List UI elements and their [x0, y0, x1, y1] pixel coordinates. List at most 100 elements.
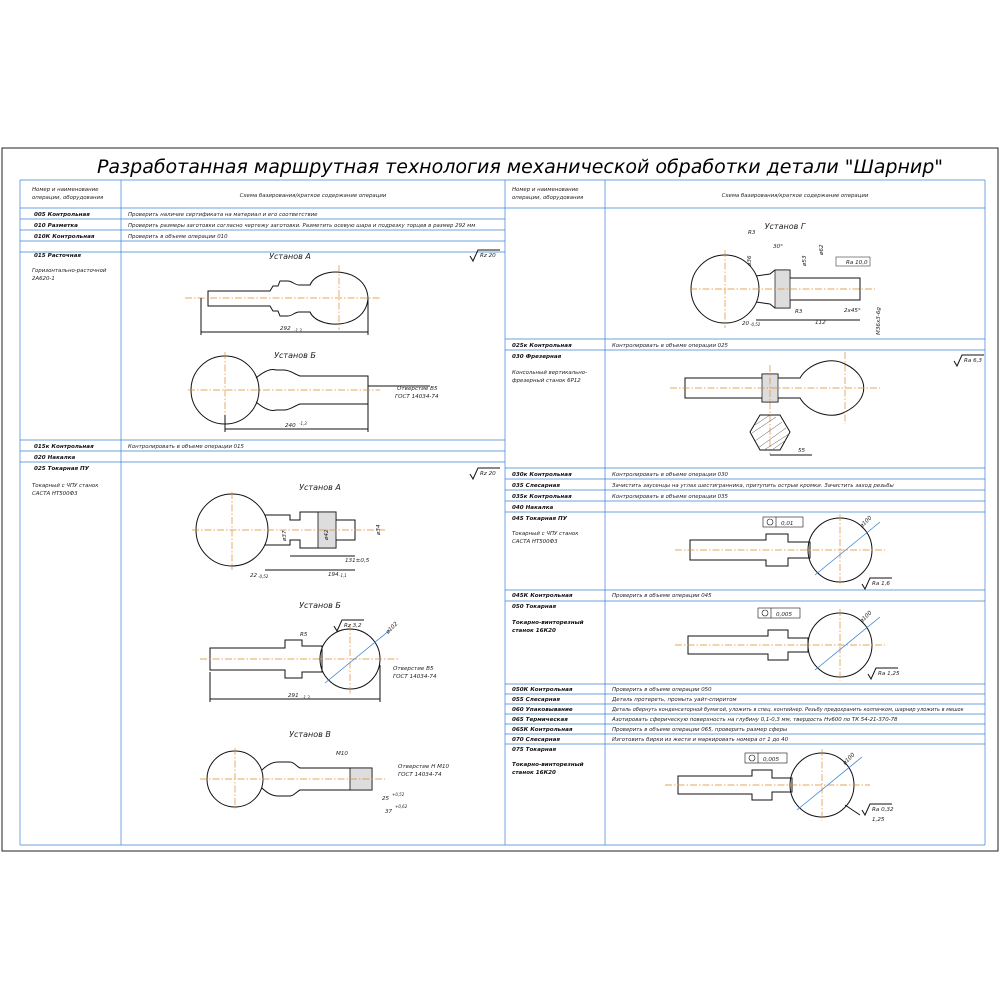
op-030-equip-2: фрезерный станок 6Р12 [512, 378, 581, 384]
op-055: 055 Слесарная [512, 697, 560, 703]
caption-ust-b-025: Установ Б [299, 601, 341, 610]
dim-25-tol: +0,52 [392, 792, 405, 797]
dim-r5: R5 [300, 632, 308, 638]
dim-r3a: R3 [748, 230, 756, 236]
op-030: 030 Фрезерная [512, 354, 562, 360]
dim-phi53: ø53 [802, 255, 808, 267]
dim-291-tol: -1,3 [302, 695, 310, 700]
op-050: 050 Токарная [512, 604, 556, 610]
dim-phi36: ø36 [747, 255, 753, 267]
otv-b5b: Отверстие В5 [393, 666, 434, 672]
caption-ust-a-025: Установ А [299, 483, 341, 492]
dim-20-tol: -0,52 [750, 322, 761, 327]
op-070-text: Изготовить бирки из жести и маркировать … [612, 737, 789, 743]
ra63: Ra 6,3 [964, 358, 982, 364]
op-035k-text: Контролировать в объеме операции 035 [612, 494, 729, 500]
sheet-title: Разработанная маршрутная технология меха… [97, 156, 943, 178]
gost-b5b: ГОСТ 14034-74 [393, 674, 437, 680]
dim-r3b: R3 [795, 309, 803, 315]
dim-194: 194 [328, 572, 339, 578]
v-125: 1,25 [872, 817, 885, 823]
op-030k: 030к Контрольная [512, 472, 572, 478]
op-045-equip-2: САСТА НТ500Ф3 [512, 539, 558, 545]
op-075-equip-2: станок 16К20 [512, 770, 556, 776]
otv-h: Отверстие Н М10 [398, 764, 450, 770]
table-grid [19, 179, 986, 846]
op-025: 025 Токарная ПУ [34, 466, 90, 472]
sketch-075: 0,005 ø100 Ra 0,32 1,25 [665, 749, 894, 823]
sketch-050: 0,005 ø100 Ra 1,25 [675, 607, 900, 681]
dim-37: 37 [385, 809, 393, 815]
right-op-header-2: операции, оборудования [512, 195, 584, 201]
op-005: 005 Контрольная [34, 212, 90, 218]
sketch-045: 0,01 ø100 Ra 1,6 [675, 514, 892, 591]
caption-ust-a-015: Установ А [269, 252, 311, 261]
ra16: Ra 1,6 [872, 581, 890, 587]
op-070: 070 Слесарная [512, 737, 560, 743]
rz20-025: Rz 20 [480, 471, 496, 477]
op-050k: 050К Контрольная [512, 687, 573, 693]
dim-phi42: ø42 [324, 529, 330, 541]
op-065-text: Азотировать сферическую поверхность на г… [611, 717, 898, 723]
dim-112: 112 [815, 320, 826, 326]
dim-292-tol: -1,3 [294, 328, 302, 333]
op-060-text: Деталь обернуть конденсаторной бумагой, … [611, 707, 964, 713]
gost-b5: ГОСТ 14034-74 [395, 394, 439, 400]
op-025k: 025к Контрольная [512, 343, 572, 349]
op-050k-text: Проверить в объеме операции 050 [612, 687, 712, 693]
tol-001: 0,01 [781, 521, 793, 527]
dim-2x45: 2x45° [844, 308, 861, 314]
tol-0005b: 0,005 [763, 757, 779, 763]
sketch-025-setup-a: Rz 20 Установ А ø37 ø42 ø34 131±0,5 194 … [192, 467, 500, 579]
tol-0005a: 0,005 [776, 612, 792, 618]
op-075-equip-1: Токарно-винторезный [512, 762, 584, 768]
caption-ust-b-015: Установ Б [274, 351, 316, 360]
op-045k: 045К Контрольная [512, 593, 573, 599]
dim-291: 291 [288, 693, 299, 699]
op-015k-text: Контролировать в объеме операции 015 [128, 444, 245, 450]
op-005-text: Проверить наличие сертификата на материа… [128, 212, 318, 218]
sketch-025-setup-v: Установ В M10 Отверстие Н М10 ГОСТ 14034… [200, 730, 450, 815]
dim-25: 25 [382, 796, 390, 802]
sketch-015-setup-a: Установ А 292 -1,3 Rz 20 [185, 249, 500, 335]
op-045: 045 Токарная ПУ [512, 516, 568, 522]
op-050-equip-1: Токарно-винторезный [512, 620, 584, 626]
op-025-equip-1: Токарный с ЧПУ станок [32, 483, 99, 489]
dim-20: 20 [742, 321, 750, 327]
dim-194-tol: -1,1 [339, 573, 347, 578]
dim-55: 55 [798, 448, 806, 454]
dim-phi62: ø62 [819, 244, 825, 256]
op-075: 075 Токарная [512, 747, 556, 753]
dim-phi34: ø34 [376, 524, 382, 536]
op-040: 040 Накалка [512, 505, 554, 511]
ra10: Ra 10,0 [846, 260, 868, 266]
op-010k: 010К Контрольная [34, 234, 95, 240]
op-015-equip-1: Горизонтально-расточной [32, 268, 107, 274]
dim-240-tol: -1,3 [299, 421, 307, 426]
dim-30deg: 30° [773, 244, 783, 250]
op-010: 010 Разметка [34, 223, 78, 229]
op-015k: 015к Контрольная [34, 444, 94, 450]
op-065k-text: Проверить в объеме операции 065, провери… [612, 727, 788, 733]
dim-292: 292 [280, 326, 291, 332]
op-065k: 065К Контрольная [512, 727, 573, 733]
ra032: Ra 0,32 [872, 807, 894, 813]
left-op-header-1: Номер и наименование [32, 187, 99, 193]
op-045k-text: Проверить в объеме операции 045 [612, 593, 712, 599]
dim-phi100c: ø100 [858, 610, 873, 625]
dim-22-tol: -0,52 [258, 574, 269, 579]
op-025k-text: Контролировать в объеме операции 025 [612, 343, 729, 349]
right-op-header-1: Номер и наименование [512, 187, 579, 193]
rz32: Rz 3,2 [344, 623, 362, 629]
op-015-equip-2: 2А620-1 [32, 276, 55, 282]
dim-131: 131±0,5 [345, 558, 370, 564]
op-045-equip-1: Токарный с ЧПУ станок [512, 531, 579, 537]
sketch-015-setup-b: Установ Б 240 -1,3 Отверстие В5 ГОСТ 140… [188, 351, 439, 432]
caption-ust-g: Установ Г [765, 222, 806, 231]
dim-m36: M36x3-6g [876, 307, 882, 335]
gost-h: ГОСТ 14034-74 [398, 772, 442, 778]
sketch-025-setup-g: Установ Г R3 ø36 30° ø53 ø62 Ra 10,0 2x4… [690, 222, 882, 335]
op-020: 020 Накалка [34, 455, 76, 461]
